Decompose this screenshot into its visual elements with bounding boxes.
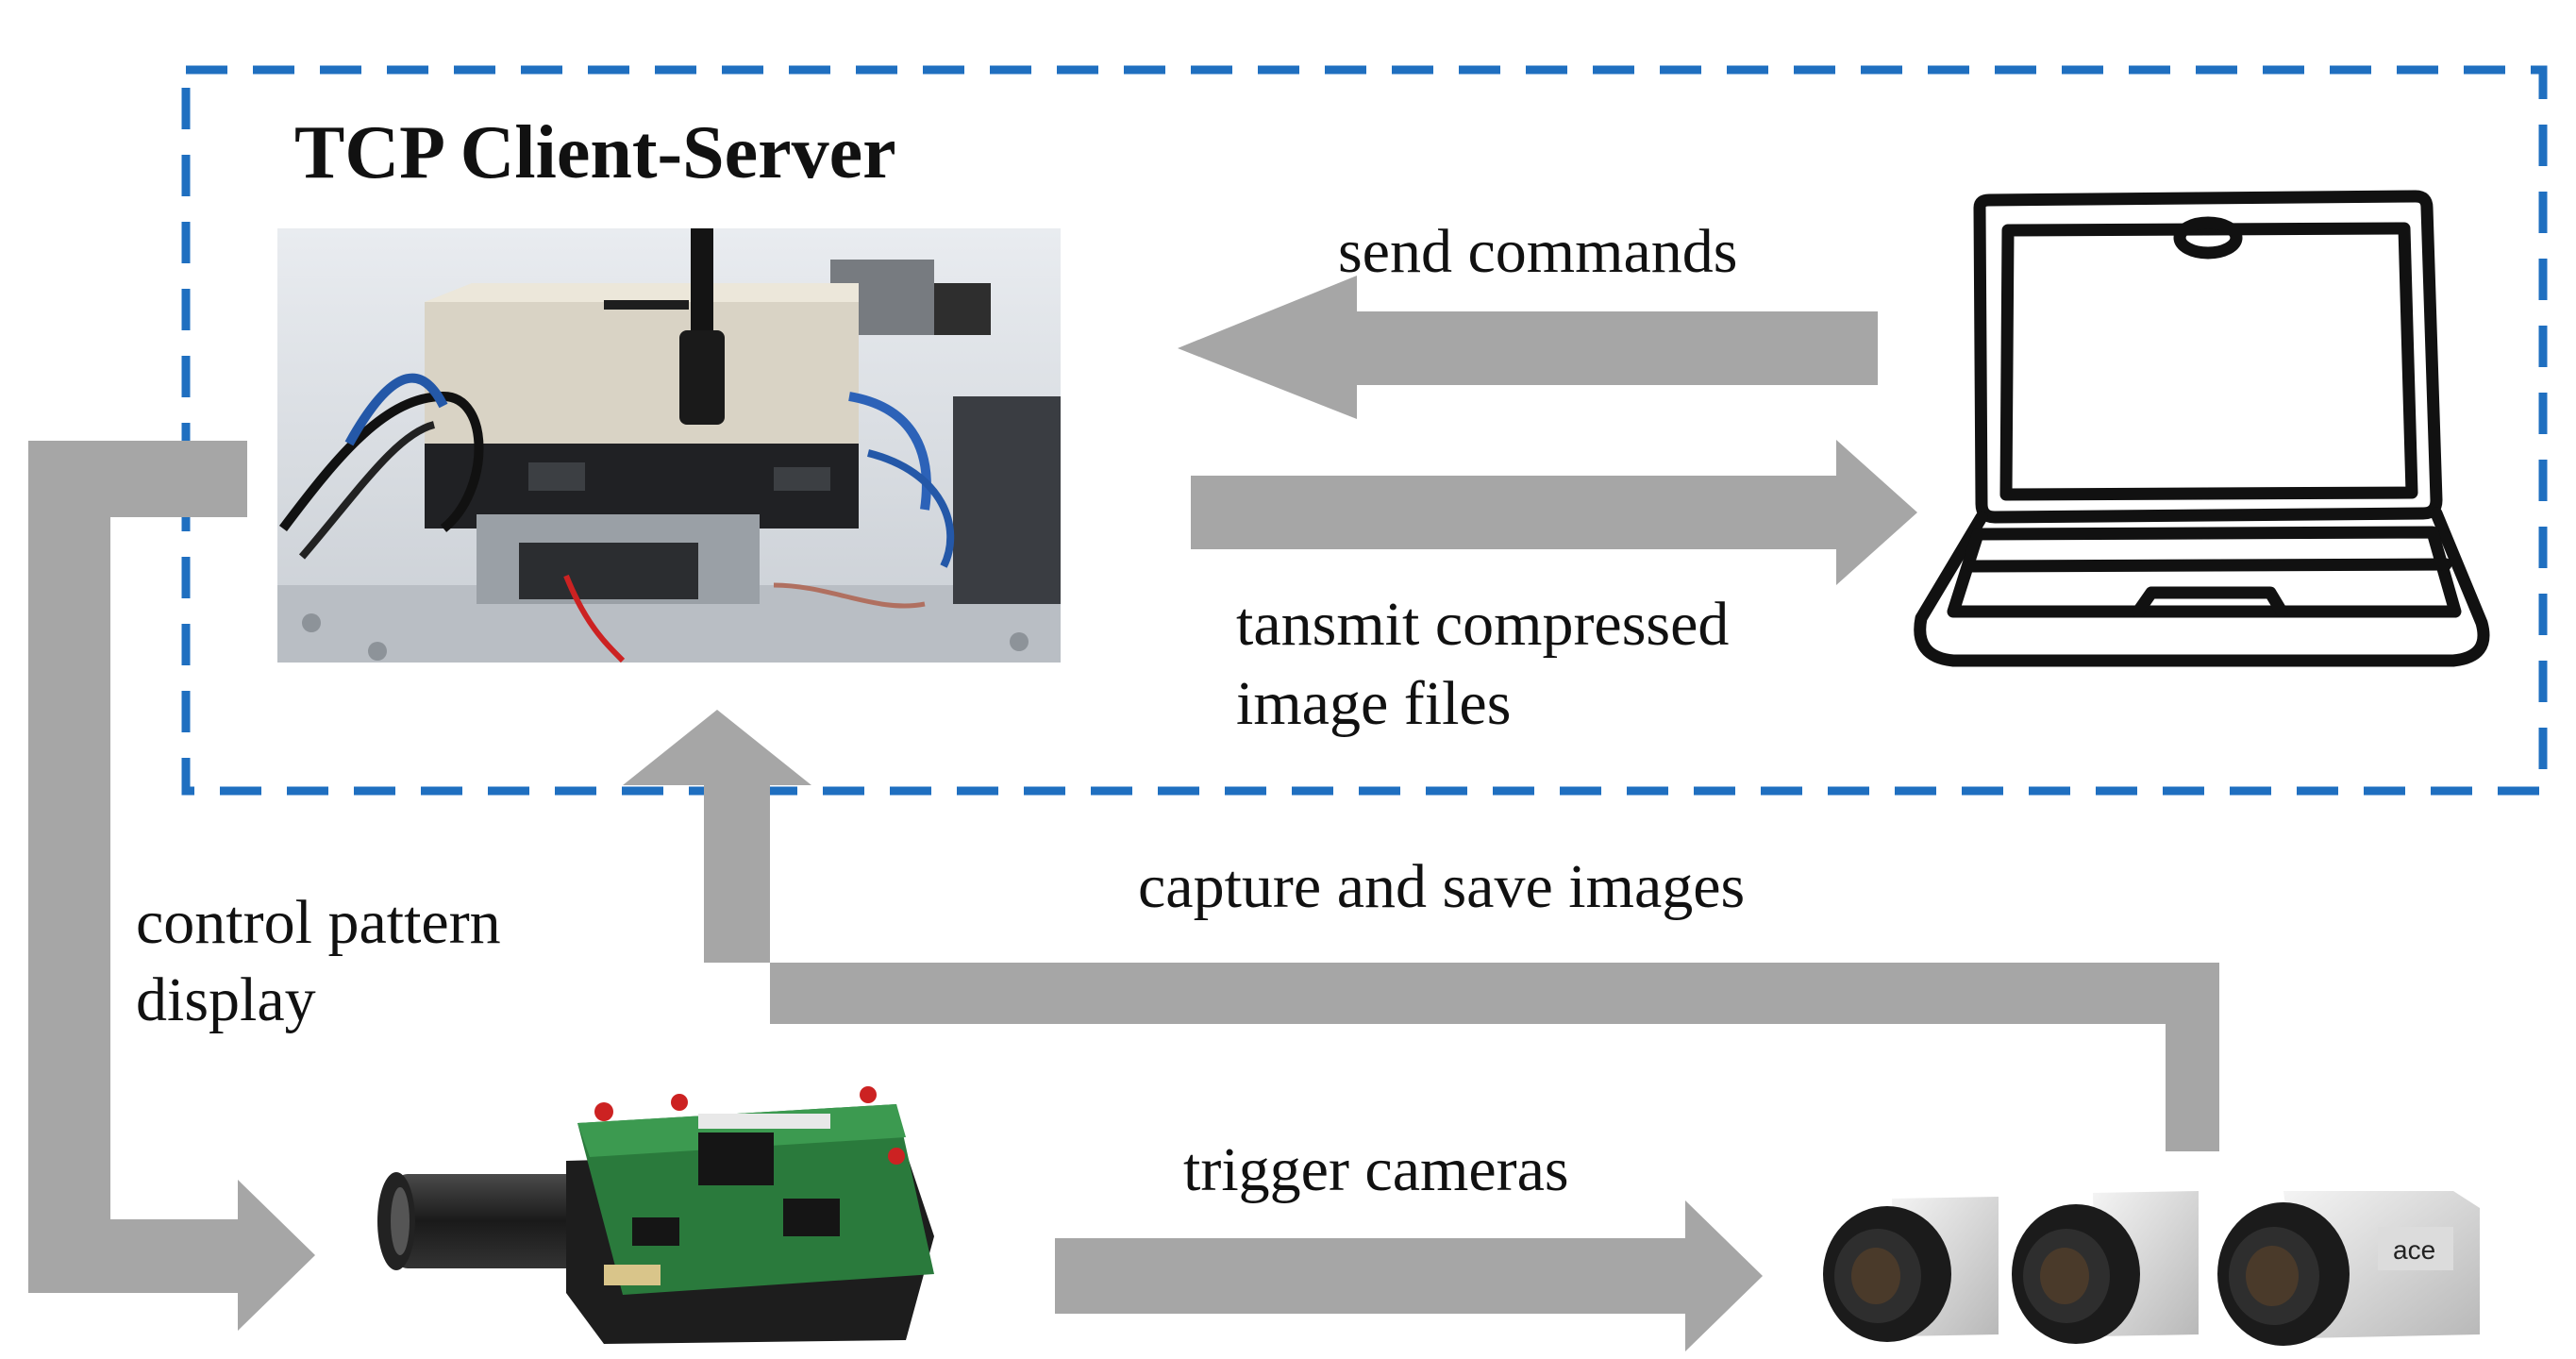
- trigger-cameras-arrow: [1055, 1200, 1763, 1351]
- camera-1: [1823, 1197, 1999, 1342]
- control-pattern-label-line2: display: [136, 965, 316, 1034]
- camera-brand-logo: ace: [2393, 1235, 2435, 1265]
- camera-array-photo: ace: [1823, 1191, 2480, 1346]
- diagram-title: TCP Client-Server: [294, 111, 896, 194]
- embedded-computer-photo: [277, 228, 1061, 663]
- trigger-cameras-label: trigger cameras: [1183, 1135, 1569, 1204]
- projector-photo: [377, 1086, 934, 1344]
- capture-save-arrow: [623, 710, 2219, 1151]
- transmit-label-line2: image files: [1236, 669, 1512, 738]
- capture-save-label: capture and save images: [1138, 852, 1746, 921]
- camera-2: [2012, 1191, 2199, 1344]
- send-commands-label: send commands: [1338, 217, 1738, 286]
- control-pattern-label-line1: control pattern: [136, 888, 501, 957]
- send-commands-arrow: [1178, 276, 1878, 419]
- tcp-boundary: [181, 65, 2548, 796]
- laptop-icon: [1914, 190, 2490, 667]
- control-pattern-arrow: [28, 441, 315, 1331]
- camera-3: ace: [2217, 1191, 2480, 1346]
- transmit-arrow: [1191, 440, 1917, 585]
- transmit-label-line1: tansmit compressed: [1236, 590, 1730, 659]
